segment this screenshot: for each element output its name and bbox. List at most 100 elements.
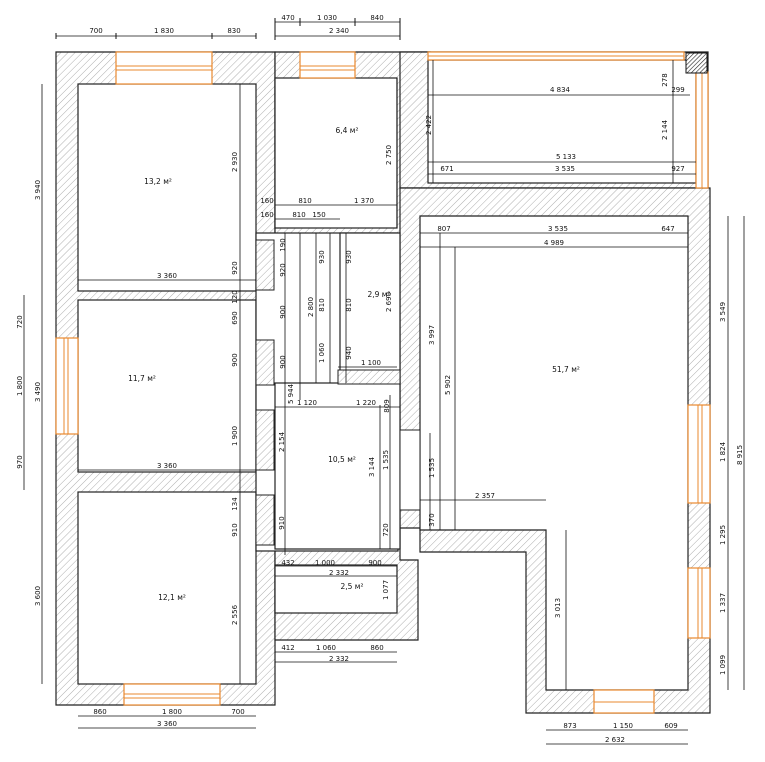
dim-label: 299 [671,86,684,94]
dim-label: 2 750 [385,145,393,165]
dim-label: 900 [279,305,287,318]
dim-label: 150 [312,211,325,219]
dim-label: 120 [231,290,239,303]
room-bedroom-bottom [77,491,257,685]
dim-label: 2 332 [329,569,349,577]
dim-label: 910 [278,516,286,529]
dim-label: 5 902 [444,375,452,395]
room-area-labels: 13,2 м² 11,7 м² 12,1 м² 6,4 м² 2,9 м² 10… [128,126,580,602]
dim-label: 860 [370,644,383,652]
dim-label: 1 337 [719,593,727,613]
dim-label: 2 332 [329,655,349,663]
dim-label: 810 [318,298,326,311]
dim-label: 1 000 [315,559,335,567]
dim-label: 1 830 [154,27,174,35]
dim-label: 470 [281,14,294,22]
dim-label: 1 535 [382,450,390,470]
room-bath-middle [274,382,401,550]
dim-label: 2 800 [307,297,315,317]
dim-label: 160 [260,211,273,219]
dim-label: 920 [279,263,287,276]
dim-label: 830 [227,27,240,35]
dim-label: 807 [437,225,450,233]
room-bedroom-middle [77,299,257,473]
area-label: 10,5 м² [328,455,356,464]
dim-label: 370 [428,513,436,526]
dim-label: 1 370 [354,197,374,205]
room-terrace [427,59,697,184]
dim-label: 2 930 [231,152,239,172]
dim-label: 873 [563,722,576,730]
dim-label: 3 549 [719,302,727,322]
room-storage [339,232,401,384]
dim-label: 1 824 [719,441,727,462]
column-corner [685,52,708,74]
dim-label: 1 120 [297,399,317,407]
dimension-lines [23,18,745,745]
dim-label: 1 060 [318,343,326,363]
dim-label: 4 834 [550,86,571,94]
dim-label: 647 [661,225,674,233]
dim-label: 700 [89,27,102,35]
window-left [55,337,79,435]
dim-label: 2 154 [278,431,286,452]
corridor-details [255,239,421,546]
dim-label: 2 340 [329,27,349,35]
dim-label: 3 360 [157,462,177,470]
dim-label: 900 [368,559,381,567]
dim-label: 2 632 [605,736,625,744]
area-label: 11,7 м² [128,374,156,383]
area-label: 51,7 м² [552,365,580,374]
dim-label: 2 357 [475,492,495,500]
area-label: 13,2 м² [144,177,172,186]
dim-label: 412 [281,644,294,652]
dim-label: 3 360 [157,720,177,728]
dim-label: 900 [231,353,239,366]
dim-label: 3 600 [34,586,42,606]
dim-label: 3 360 [157,272,177,280]
dim-label: 927 [671,165,684,173]
dim-label: 920 [231,261,239,274]
dim-label: 1 800 [16,376,24,396]
window-top-left [115,51,213,85]
room-wc-bottom [274,564,398,614]
dim-label: 8 915 [736,445,744,465]
dim-label: 3 535 [548,225,568,233]
dim-label: 1 900 [231,426,239,446]
dim-label: 3 144 [368,456,376,477]
dim-label: 3 997 [428,325,436,345]
dim-label: 1 077 [382,580,390,600]
dim-label: 809 [383,399,391,412]
window-right-lower [687,567,711,639]
dim-label: 1 099 [719,655,727,675]
dim-label: 930 [318,250,326,263]
dim-label: 810 [345,298,353,311]
dim-label: 1 150 [613,722,633,730]
dim-label: 5 133 [556,153,576,161]
dim-label: 2 690 [385,292,393,312]
dim-label: 432 [281,559,294,567]
dim-label: 810 [298,197,311,205]
dim-label: 690 [231,311,239,324]
dim-label: 1 060 [316,644,336,652]
dim-label: 3 013 [554,598,562,618]
dim-label: 860 [93,708,106,716]
dim-label: 2 144 [661,119,669,140]
dim-label: 190 [279,238,287,251]
dim-label: 1 535 [428,458,436,478]
dim-label: 4 989 [544,239,564,247]
dim-label: 810 [292,211,305,219]
dim-label: 1 295 [719,525,727,545]
dim-label: 910 [231,523,239,536]
dim-label: 671 [440,165,453,173]
room-bath-top [274,77,398,229]
dim-label: 900 [279,355,287,368]
window-top-center [299,51,356,79]
rooms [77,59,697,691]
dim-label: 3 490 [34,382,42,402]
dim-label: 1 100 [361,359,381,367]
dim-label: 940 [345,346,353,359]
dim-label: 160 [260,197,273,205]
dimension-labels: 700 1 830 830 470 1 030 840 2 340 4 834 … [16,14,744,744]
